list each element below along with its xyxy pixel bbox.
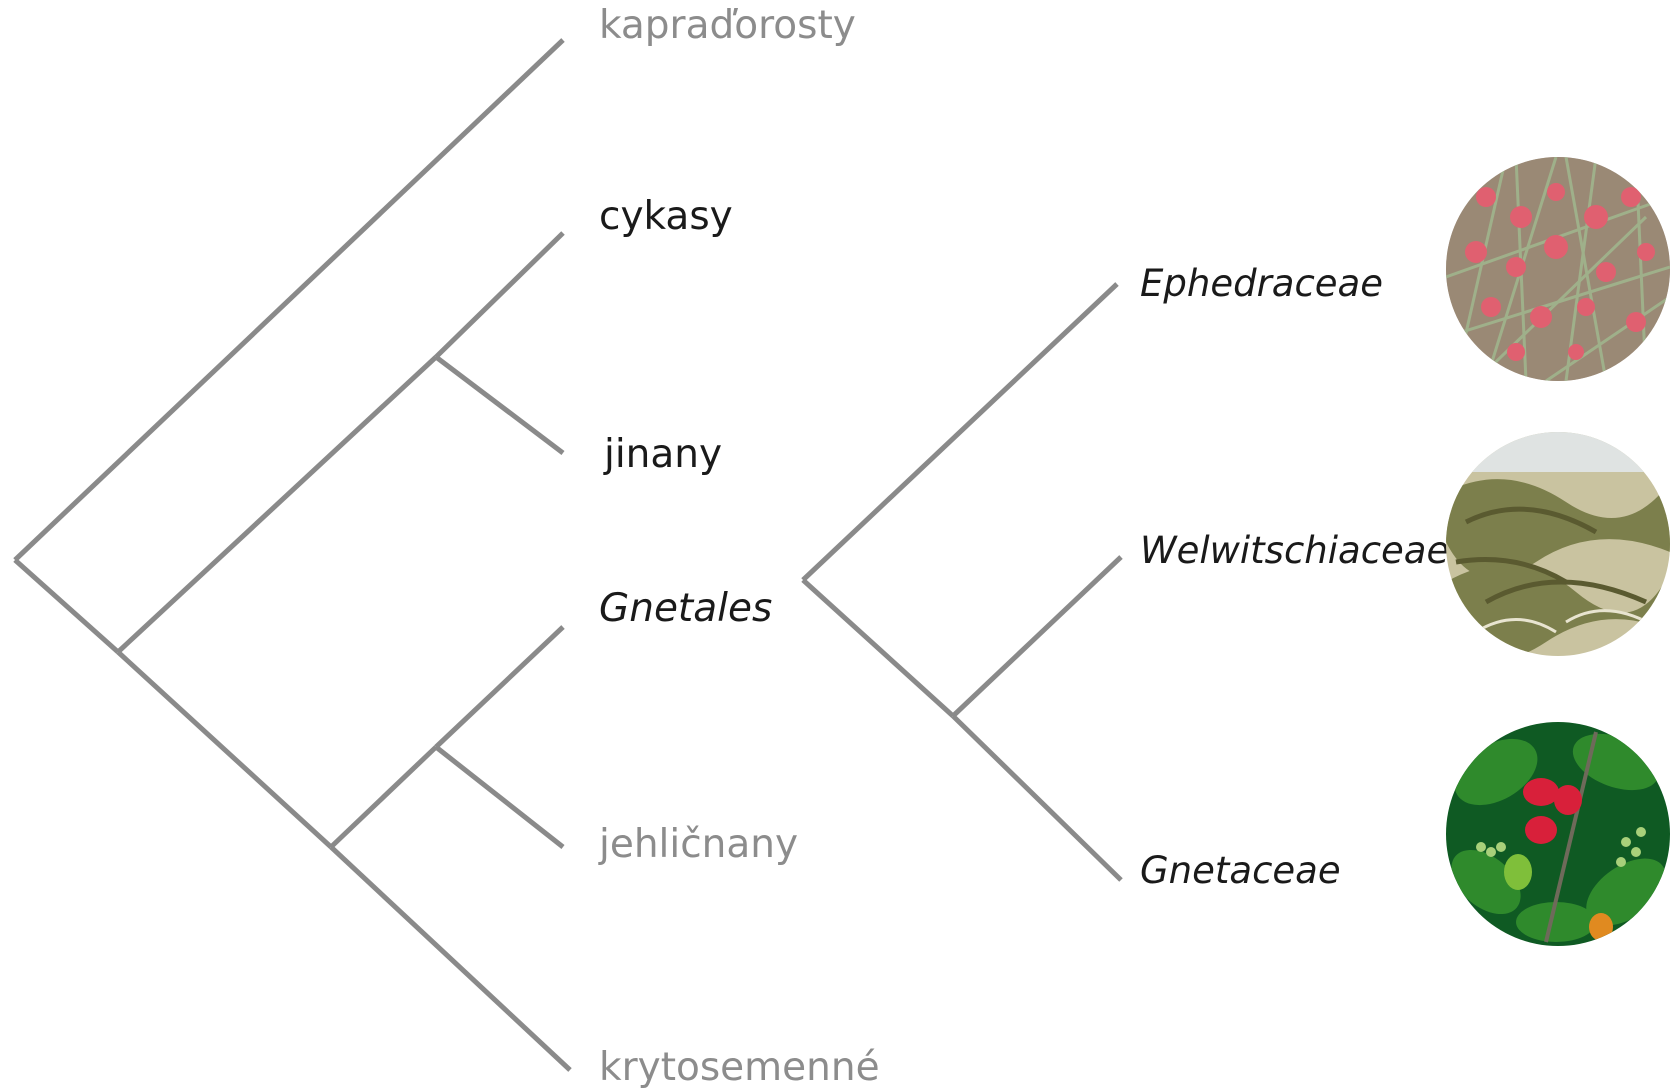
family-label-ephedraceae: Ephedraceae bbox=[1140, 262, 1383, 305]
branch-angiosperms bbox=[329, 845, 572, 1072]
taxon-label-ginkgo: jinany bbox=[604, 432, 723, 477]
branch-gnetales bbox=[434, 625, 565, 749]
taxon-label-conifers: jehličnany bbox=[599, 822, 799, 867]
taxon-label-angiosperms: krytosemenné bbox=[599, 1045, 880, 1090]
taxon-label-ferns: kapraďorosty bbox=[599, 3, 856, 48]
branch-seedplants-cycad-ginkgo bbox=[116, 355, 438, 654]
branch-ephedraceae bbox=[801, 282, 1119, 582]
taxon-label-cycads: cykasy bbox=[599, 194, 733, 239]
branch-root-seedplants bbox=[13, 558, 120, 654]
family-label-welwitschiaceae: Welwitschiaceae bbox=[1140, 529, 1450, 572]
branch-gnetales-inner bbox=[801, 578, 955, 718]
branch-cycads bbox=[434, 231, 565, 359]
family-label-gnetaceae: Gnetaceae bbox=[1140, 849, 1341, 892]
ephedra-photo bbox=[1446, 157, 1670, 381]
branch-root-ferns bbox=[13, 38, 565, 562]
gnetum-photo bbox=[1446, 722, 1670, 946]
welwitschia-photo bbox=[1446, 432, 1670, 656]
branch-conifers bbox=[434, 745, 565, 849]
taxon-label-gnetales: Gnetales bbox=[599, 586, 773, 631]
branch-gnetales-conifers bbox=[329, 745, 438, 849]
branch-seedplants-rest bbox=[116, 650, 333, 849]
branch-welwitschiaceae bbox=[951, 555, 1123, 718]
branch-ginkgo bbox=[434, 355, 565, 455]
branch-gnetaceae bbox=[951, 714, 1123, 882]
